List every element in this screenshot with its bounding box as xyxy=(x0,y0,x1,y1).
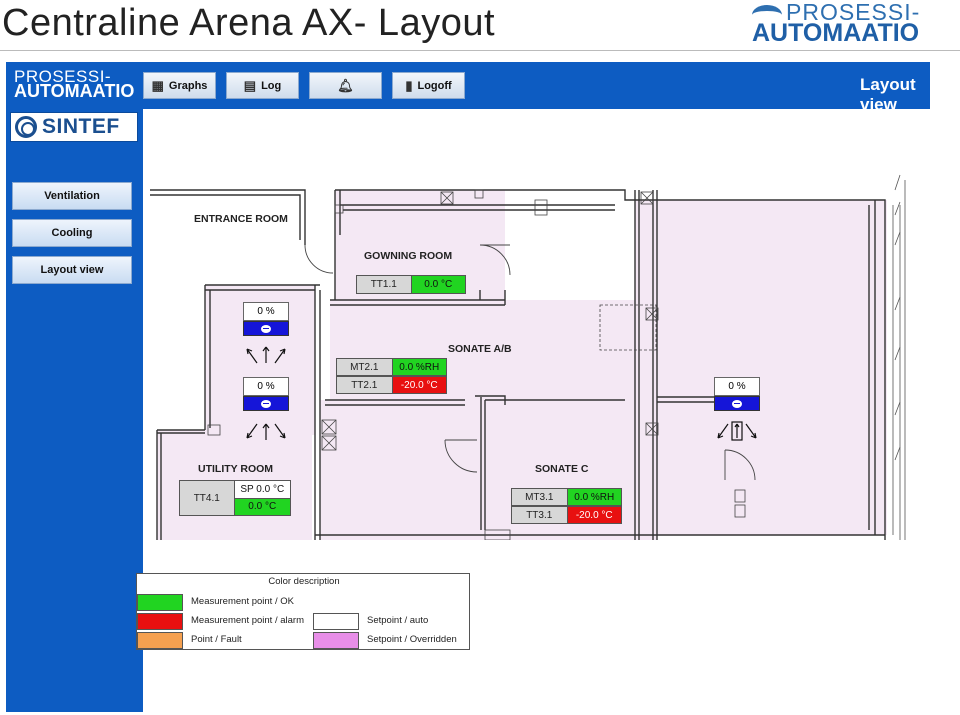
airflow-arrows-icon xyxy=(246,423,286,440)
legend-label-alarm: Measurement point / alarm xyxy=(191,615,304,626)
ventilation-button[interactable]: Ventilation xyxy=(12,182,132,210)
color-legend: Color description Measurement point / OK… xyxy=(136,573,470,650)
graphs-button[interactable]: ▦ Graphs xyxy=(143,72,216,99)
sensor-name: MT3.1 xyxy=(512,489,568,505)
legend-label-setpoint-overridden: Setpoint / Overridden xyxy=(367,634,457,645)
vent-status-bar xyxy=(714,396,760,411)
log-button[interactable]: ▤ Log xyxy=(226,72,299,99)
legend-label-ok: Measurement point / OK xyxy=(191,596,294,607)
alarm-button[interactable]: 🔔︎ xyxy=(309,72,382,99)
room-label-gowning: GOWNING ROOM xyxy=(364,250,453,262)
legend-label-fault: Point / Fault xyxy=(191,634,242,645)
app-logo-top: PROSESSI- xyxy=(14,67,112,86)
legend-swatch-setpoint-auto xyxy=(313,613,359,630)
sensor-tt21[interactable]: TT2.1 -20.0 °C xyxy=(336,376,447,394)
minus-icon xyxy=(261,324,271,333)
room-label-sonate-c: SONATE C xyxy=(535,463,589,475)
airflow-arrows-icon xyxy=(717,421,757,441)
minus-icon xyxy=(261,399,271,408)
view-title: Layout view xyxy=(860,75,916,114)
vent-unit[interactable]: 0 % xyxy=(243,302,289,336)
sensor-value: 0.0 °C xyxy=(234,498,290,515)
vent-percent: 0 % xyxy=(714,377,760,396)
sensor-mt21[interactable]: MT2.1 0.0 %RH xyxy=(336,358,447,376)
sidebar: PROSESSI- AUTOMAATIO SINTEF Ventilation … xyxy=(6,62,143,712)
log-icon: ▤ xyxy=(243,77,257,93)
sensor-value: 0.0 %RH xyxy=(567,489,621,505)
setpoint-value[interactable]: SP 0.0 °C xyxy=(234,481,290,499)
title-divider xyxy=(0,50,960,51)
sensor-name: TT1.1 xyxy=(357,276,412,293)
sensor-tt11[interactable]: TT1.1 0.0 °C xyxy=(356,275,466,294)
vent-status-bar xyxy=(243,396,289,411)
sensor-tt41[interactable]: TT4.1 SP 0.0 °C 0.0 °C xyxy=(179,480,291,516)
vent-unit[interactable]: 0 % xyxy=(243,377,289,411)
logoff-button[interactable]: ▮ Logoff xyxy=(392,72,465,99)
vent-unit[interactable]: 0 % xyxy=(714,377,760,411)
top-toolbar: ▦ Graphs ▤ Log 🔔︎ ▮ Logoff Layout view xyxy=(143,62,930,114)
vent-percent: 0 % xyxy=(243,302,289,321)
app-logo: PROSESSI- AUTOMAATIO xyxy=(14,67,139,104)
logoff-icon: ▮ xyxy=(405,77,413,93)
room-label-entrance: ENTRANCE ROOM xyxy=(194,213,288,225)
legend-swatch-setpoint-overridden xyxy=(313,632,359,649)
sensor-name: TT4.1 xyxy=(180,481,235,515)
sensor-name: MT2.1 xyxy=(337,359,393,375)
minus-icon xyxy=(732,399,742,408)
app-logo-bottom: AUTOMAATIO xyxy=(14,81,135,102)
sensor-value: 0.0 %RH xyxy=(392,359,446,375)
bell-icon: 🔔︎ xyxy=(337,77,354,93)
sensor-value: -20.0 °C xyxy=(567,507,621,523)
vent-percent: 0 % xyxy=(243,377,289,396)
logo-bottom-text: AUTOMAATIO xyxy=(752,18,920,47)
airflow-arrows-icon xyxy=(246,346,286,364)
legend-label-setpoint-auto: Setpoint / auto xyxy=(367,615,429,626)
sensor-mt31[interactable]: MT3.1 0.0 %RH xyxy=(511,488,622,506)
layout-view-button[interactable]: Layout view xyxy=(12,256,132,284)
sintef-logo: SINTEF xyxy=(10,112,138,142)
sensor-name: TT2.1 xyxy=(337,377,393,393)
sensor-value: -20.0 °C xyxy=(392,377,446,393)
sensor-value: 0.0 °C xyxy=(411,276,465,293)
prosessi-automaatio-logo: PROSESSI- AUTOMAATIO xyxy=(752,0,957,49)
sintef-icon xyxy=(15,116,37,138)
slide-title: Centraline Arena AX- Layout xyxy=(2,2,496,44)
legend-swatch-fault xyxy=(137,632,183,649)
floor-plan: ENTRANCE ROOM GOWNING ROOM SONATE A/B UT… xyxy=(145,110,910,540)
room-label-utility: UTILITY ROOM xyxy=(198,463,274,475)
room-label-sonate-ab: SONATE A/B xyxy=(448,343,512,355)
cooling-button[interactable]: Cooling xyxy=(12,219,132,247)
legend-swatch-alarm xyxy=(137,613,183,630)
logo-top-text: PROSESSI- xyxy=(786,0,921,25)
legend-swatch-ok xyxy=(137,594,183,611)
sensor-name: TT3.1 xyxy=(512,507,568,523)
chart-icon: ▦ xyxy=(151,77,164,93)
legend-title: Color description xyxy=(268,576,340,587)
vent-status-bar xyxy=(243,321,289,336)
floor-plan-drawing xyxy=(150,174,906,540)
sensor-tt31[interactable]: TT3.1 -20.0 °C xyxy=(511,506,622,524)
